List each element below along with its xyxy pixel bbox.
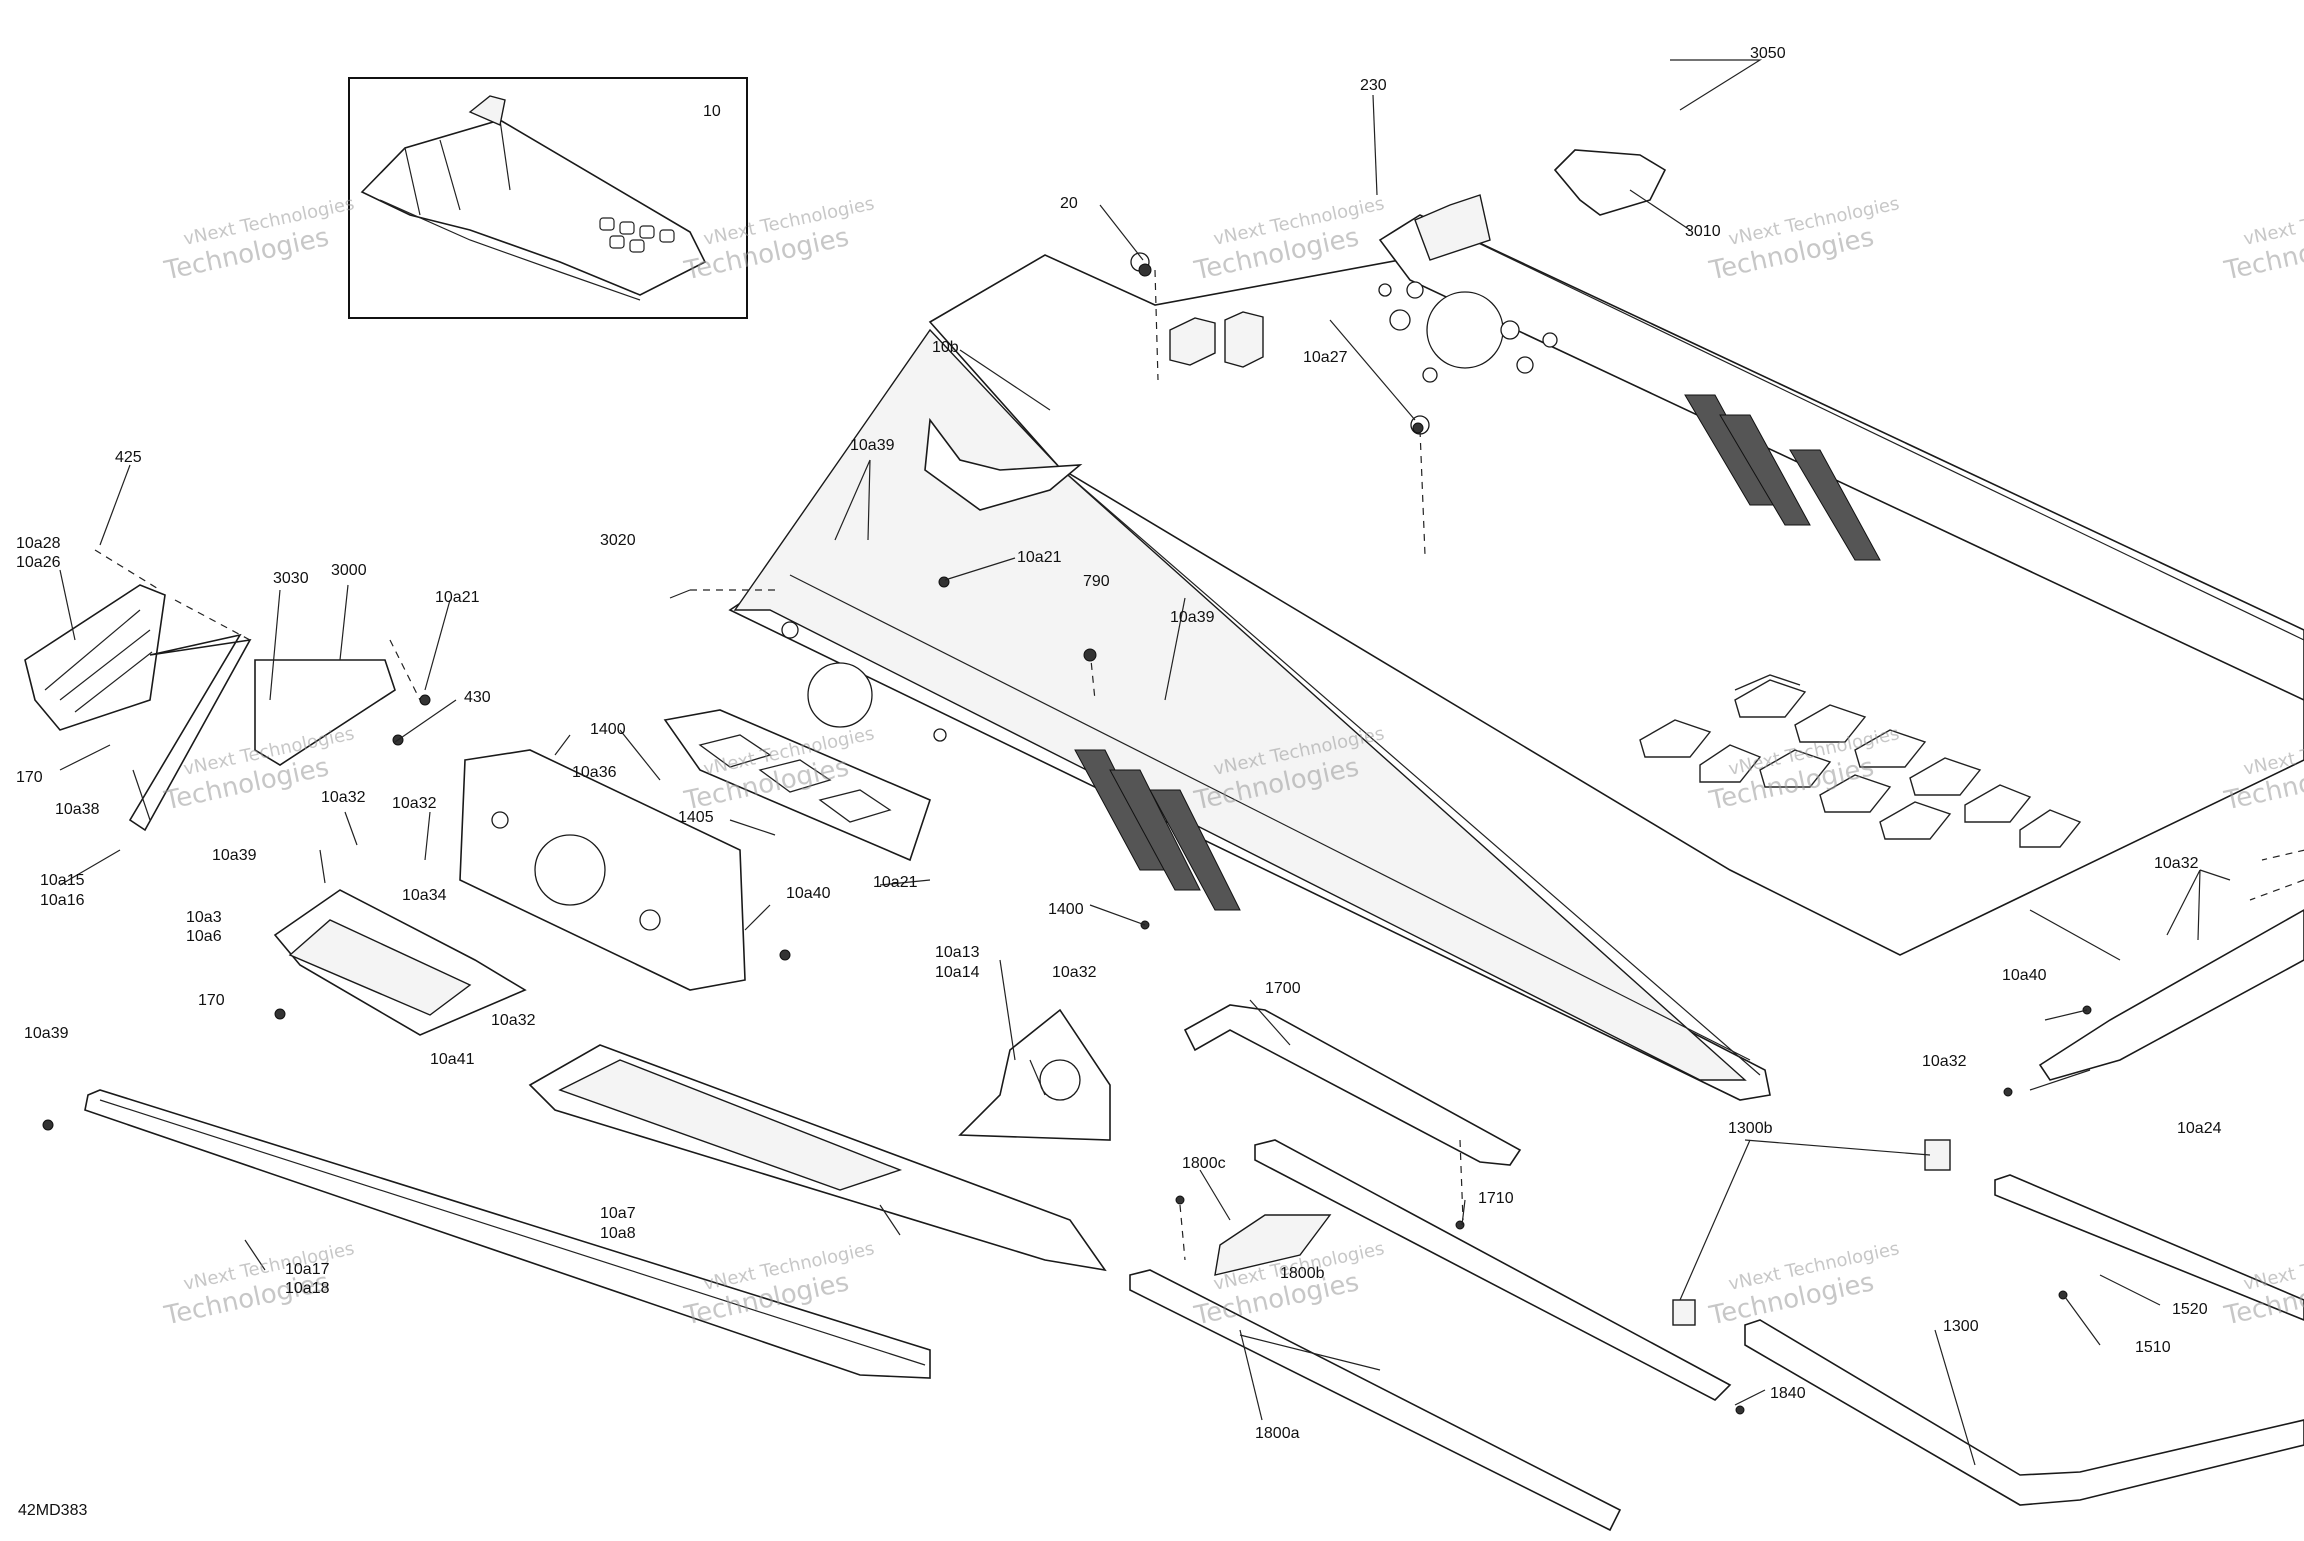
callout-10a6: 10a6 [186, 928, 222, 945]
callout-1800b: 1800b [1280, 1265, 1325, 1282]
right-plate-holes [1378, 281, 1558, 383]
callout-20: 20 [1060, 195, 1078, 212]
callout-10a34: 10a34 [402, 887, 447, 904]
drawing-code: 42MD383 [18, 1502, 87, 1519]
callout-10a21: 10a21 [435, 589, 480, 606]
callout-10a39: 10a39 [850, 437, 895, 454]
callout-10a28: 10a28 [16, 535, 61, 552]
leader-lines [59, 59, 2231, 1466]
callout-10a39: 10a39 [212, 847, 257, 864]
callout-10a40: 10a40 [786, 885, 831, 902]
callout-3010: 3010 [1685, 223, 1721, 240]
callout-430: 430 [464, 689, 491, 706]
callout-10a32: 10a32 [1052, 964, 1097, 981]
callout-1700: 1700 [1265, 980, 1301, 997]
callout-10a32: 10a32 [392, 795, 437, 812]
callout-10a39: 10a39 [24, 1025, 69, 1042]
upper-bracket [1130, 149, 1667, 435]
inset-callout: 10 [703, 103, 721, 120]
callout-1300: 1300 [1943, 1318, 1979, 1335]
callout-1405: 1405 [678, 809, 714, 826]
callout-10a7: 10a7 [600, 1205, 636, 1222]
callout-10a14: 10a14 [935, 964, 980, 981]
callout-1510: 1510 [2135, 1339, 2171, 1356]
callout-425: 425 [115, 449, 142, 466]
callout-10a21: 10a21 [873, 874, 918, 891]
tunnel-vents [1639, 674, 2082, 848]
callout-1300b: 1300b [1728, 1120, 1773, 1137]
callout-3050: 3050 [1750, 45, 1786, 62]
rail-parts [1129, 909, 2304, 1532]
callout-10a18: 10a18 [285, 1280, 330, 1297]
callout-1400: 1400 [590, 721, 626, 738]
inset-frame [348, 77, 748, 319]
callout-10a21: 10a21 [1017, 549, 1062, 566]
callout-10a8: 10a8 [600, 1225, 636, 1242]
left-panel-holes [781, 621, 947, 742]
callout-10a17: 10a17 [285, 1261, 330, 1278]
callout-1400: 1400 [1048, 901, 1084, 918]
callout-10a39: 10a39 [1170, 609, 1215, 626]
callout-1520: 1520 [2172, 1301, 2208, 1318]
side-slots [1074, 394, 1881, 911]
callout-1800a: 1800a [1255, 1425, 1300, 1442]
callout-3000: 3000 [331, 562, 367, 579]
callout-10a32: 10a32 [491, 1012, 536, 1029]
callout-10a40: 10a40 [2002, 967, 2047, 984]
dash-lines [94, 269, 2304, 1261]
callout-3030: 3030 [273, 570, 309, 587]
callout-10b: 10b [932, 339, 959, 356]
callout-10a36: 10a36 [572, 764, 617, 781]
callout-10a24: 10a24 [2177, 1120, 2222, 1137]
callout-1840: 1840 [1770, 1385, 1806, 1402]
callout-1710: 1710 [1478, 1190, 1514, 1207]
callout-10a38: 10a38 [55, 801, 100, 818]
callout-230: 230 [1360, 77, 1387, 94]
callout-labels: 10 230 3050 20 3010 10b 10a27 425 10a39 … [16, 45, 2222, 1442]
tunnel-assembly [728, 214, 2304, 1101]
callout-3020: 3020 [600, 532, 636, 549]
callout-10a16: 10a16 [40, 892, 85, 909]
callout-10a26: 10a26 [16, 554, 61, 571]
callout-10a15: 10a15 [40, 872, 85, 889]
callout-10a32: 10a32 [2154, 855, 2199, 872]
callout-10a32: 10a32 [321, 789, 366, 806]
callout-170: 170 [16, 769, 43, 786]
callout-10a32: 10a32 [1922, 1053, 1967, 1070]
callout-790: 790 [1083, 573, 1110, 590]
callout-170: 170 [198, 992, 225, 1009]
callout-1800c: 1800c [1182, 1155, 1226, 1172]
left-hardware [24, 584, 1111, 1379]
callout-10a13: 10a13 [935, 944, 980, 961]
callout-10a27: 10a27 [1303, 349, 1348, 366]
callout-10a3: 10a3 [186, 909, 222, 926]
callout-10a41: 10a41 [430, 1051, 475, 1068]
